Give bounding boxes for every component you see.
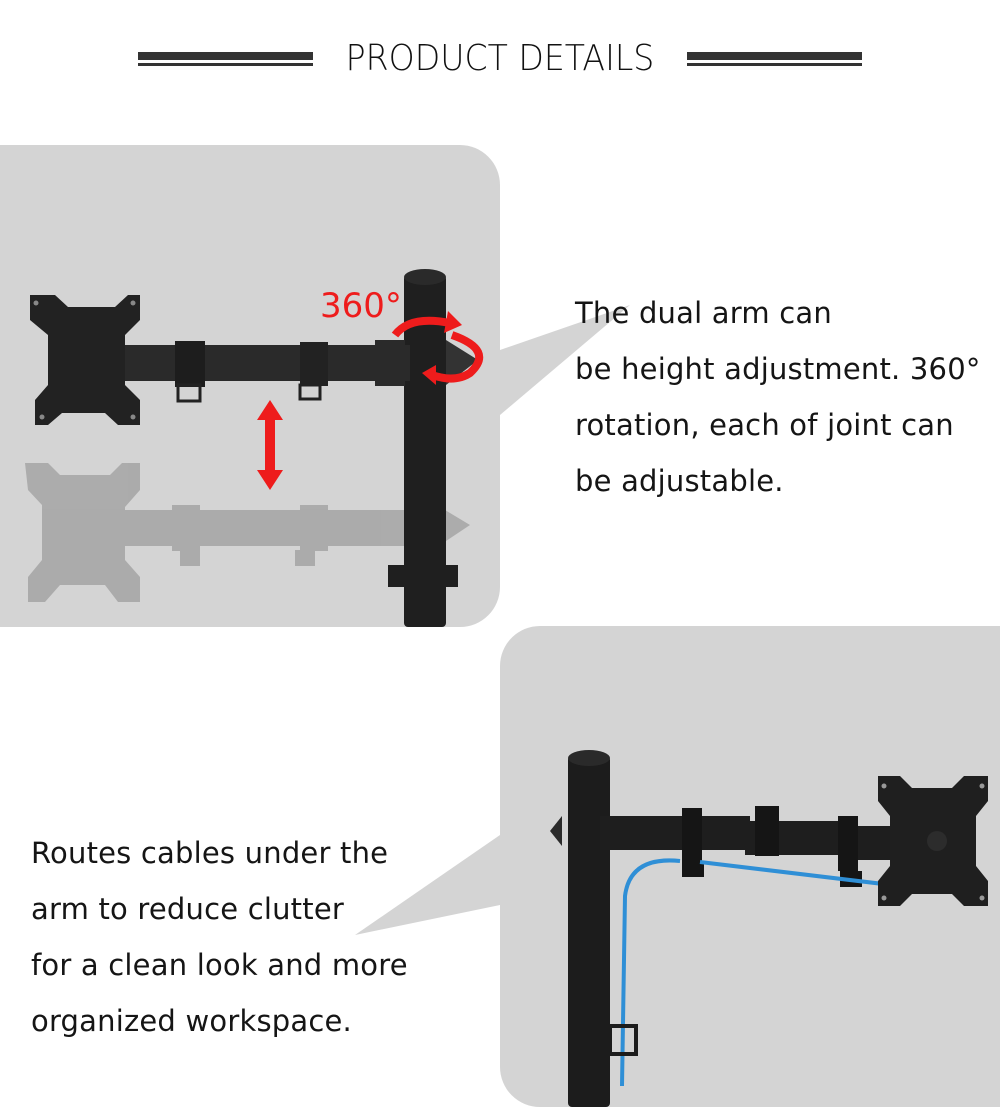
callout-pointer-1 [500, 305, 630, 415]
rotation-label: 360° [320, 286, 402, 326]
description-line: arm to reduce clutter [31, 892, 344, 926]
description-line: be height adjustment. 360° [575, 352, 981, 386]
description-line: Routes cables under the [31, 836, 389, 870]
description-line: organized workspace. [31, 1004, 352, 1038]
monitor-arm-cable-illustration [550, 750, 988, 1107]
height-rotation-description: The dual arm can be height adjustment. 3… [575, 285, 981, 509]
section-header: PRODUCT DETAILS [0, 0, 1000, 120]
description-line: rotation, each of joint can [575, 408, 954, 442]
description-line: The dual arm can [575, 296, 832, 330]
description-line: for a clean look and more [31, 948, 408, 982]
cable-management-description: Routes cables under the arm to reduce cl… [31, 825, 408, 1049]
description-line: be adjustable. [575, 464, 784, 498]
monitor-arm-height-illustration: 360° [25, 269, 484, 627]
rotation-arrow-icon [391, 316, 484, 383]
header-right-rule [687, 52, 862, 66]
header-left-rule [138, 52, 313, 66]
callout-pointer-2 [355, 835, 500, 935]
page-title: PRODUCT DETAILS [345, 38, 655, 79]
height-rotation-image-panel: 360° [0, 145, 500, 627]
height-adjust-arrow-icon [257, 400, 283, 490]
cable-management-image-panel [500, 626, 1000, 1107]
